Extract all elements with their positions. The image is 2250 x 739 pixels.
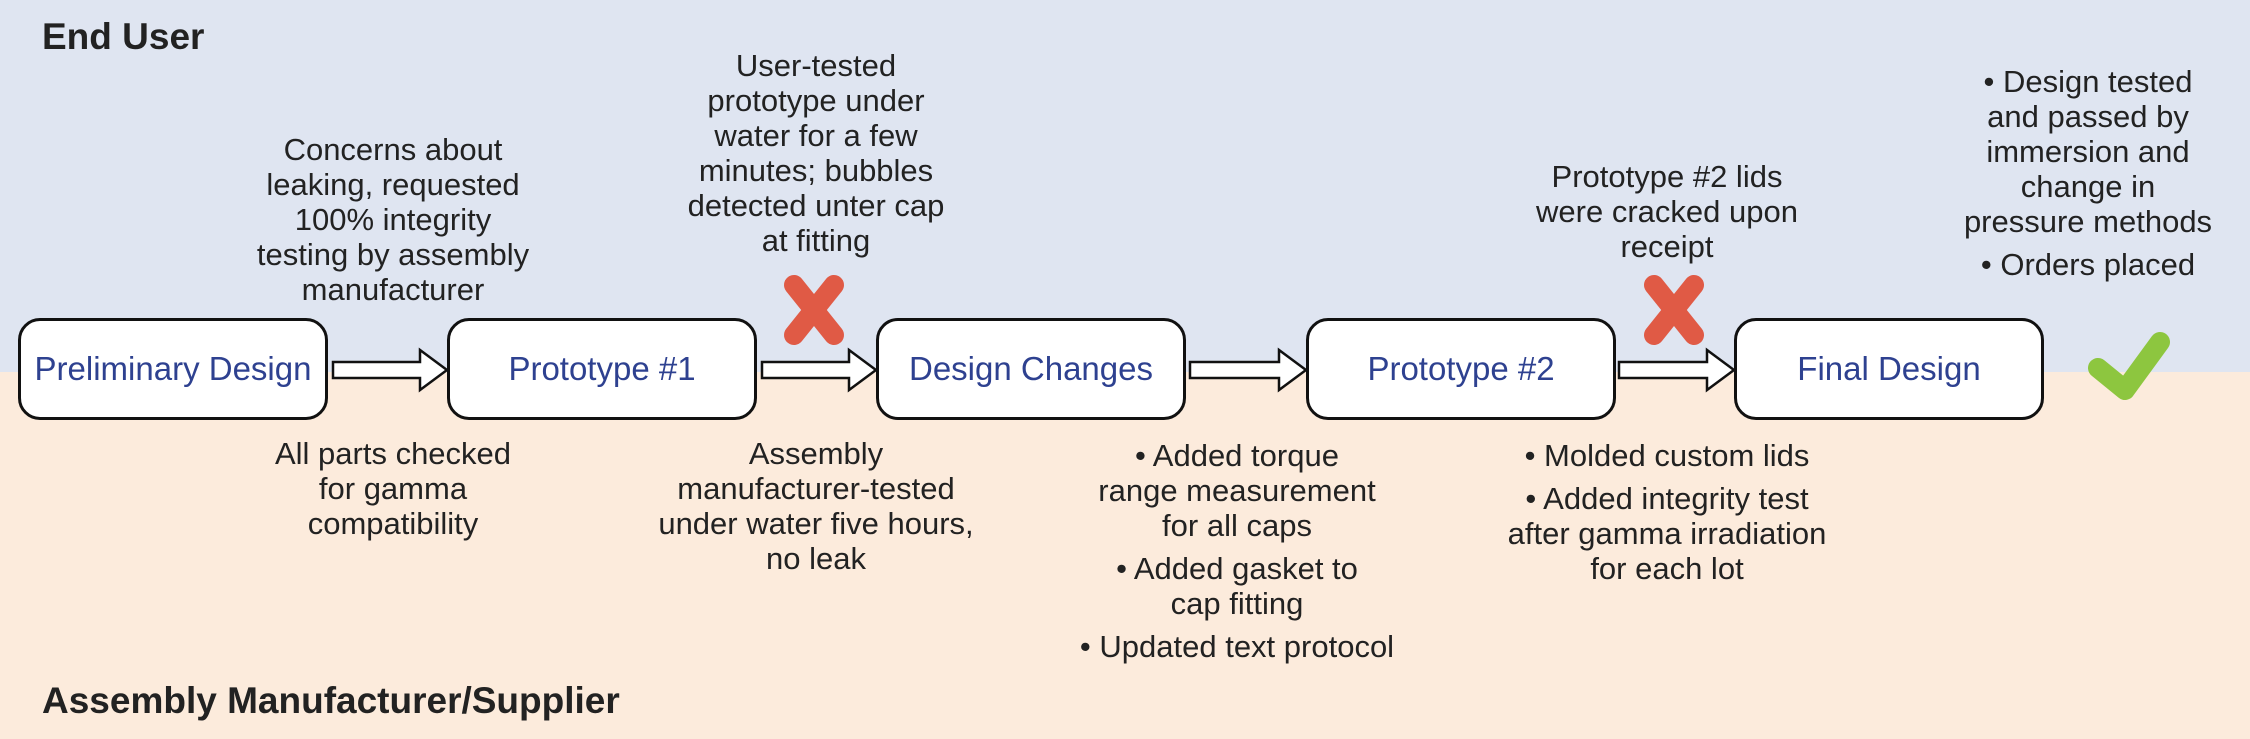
stage-preliminary-design: Preliminary Design (18, 318, 328, 420)
stage-prototype-1: Prototype #1 (447, 318, 757, 420)
stage-label: Design Changes (909, 350, 1153, 387)
note-final-results: • Design tested and passed by immersion … (1963, 64, 2213, 282)
end-user-lane-title: End User (42, 16, 205, 57)
stage-label: Prototype #2 (1367, 350, 1555, 387)
note-concerns: Concerns about leaking, requested 100% i… (256, 132, 530, 307)
end-user-lane (0, 0, 2250, 372)
stage-label: Final Design (1797, 350, 1981, 387)
arrow-1 (331, 347, 450, 393)
note-gamma-check: All parts checked for gamma compatibilit… (274, 436, 512, 541)
x-mark-icon (1644, 275, 1704, 345)
check-mark-icon (2088, 332, 2170, 400)
stage-prototype-2: Prototype #2 (1306, 318, 1616, 420)
supplier-lane-title: Assembly Manufacturer/Supplier (42, 680, 620, 721)
arrow-4 (1617, 347, 1737, 393)
supplier-lane (0, 372, 2250, 739)
stage-label: Prototype #1 (508, 350, 696, 387)
stage-design-changes: Design Changes (876, 318, 1186, 420)
arrow-2 (760, 347, 879, 393)
x-mark-icon (784, 275, 844, 345)
note-user-tested: User-tested prototype under water for a … (687, 48, 945, 258)
note-prototype-2-changes: • Molded custom lids • Added integrity t… (1507, 438, 1827, 586)
note-lids-cracked: Prototype #2 lids were cracked upon rece… (1536, 159, 1798, 264)
stage-label: Preliminary Design (34, 350, 312, 387)
note-assembly-tested: Assembly manufacturer-tested under water… (658, 436, 974, 576)
note-design-changes: • Added torque range measurement for all… (1079, 438, 1395, 664)
stage-final-design: Final Design (1734, 318, 2044, 420)
arrow-3 (1188, 347, 1309, 393)
